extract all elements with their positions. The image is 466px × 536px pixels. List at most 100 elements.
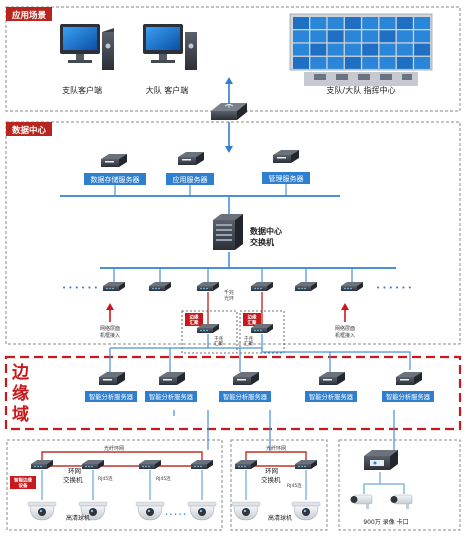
access-switch-icon [295,282,317,291]
ring-switch-label-2: 交换机 [63,475,83,484]
client-branch-label: 支队客户端 [62,85,102,95]
analytics-server-label: 智能分析服务器 [309,392,354,401]
core-ellipsis-right: • • • • • • [376,284,412,292]
video-wall-tile [327,56,344,69]
analytics-server-icon [159,372,185,385]
core-switch-icon [213,214,243,250]
video-wall-tile [379,56,396,69]
camera-label: 高清球机 [66,514,90,522]
app-scene-tag: 应用场景 [12,10,47,21]
video-wall-tile [310,56,327,69]
video-wall-tile [344,43,361,56]
access-switch-icon [103,282,125,291]
bullet-camera-icon [350,494,373,509]
rj45-label: RJ45连 [98,475,113,482]
video-wall-tile [414,43,431,56]
edge-title-1: 边 [11,363,30,383]
mid-camera-label: 高清球机 [268,514,292,522]
client-brigade-label: 大队 客户端 [146,85,189,95]
video-wall-tile [310,30,327,43]
analytics-server-label-bg [305,391,357,402]
access-switch-icon [251,282,273,291]
core-switch-label-1: 数据中心 [250,226,282,236]
video-wall-icon [289,13,433,86]
svg-text:汇聚: 汇聚 [190,319,199,326]
video-wall-tile [414,56,431,69]
ring-switch-icon [139,460,161,469]
video-wall-tile [293,17,309,29]
video-wall-tile [293,43,309,56]
core-switch-label-2: 交换机 [250,237,274,247]
video-wall-tile [344,17,361,29]
analytics-server-label-bg [145,391,197,402]
analytics-server-label-bg [219,391,271,402]
video-wall-tile [310,43,327,56]
field-right-frame [338,439,461,531]
video-wall-tile [327,43,344,56]
edge-aggr-right-tag-bg [243,313,261,326]
video-wall-tile [362,43,379,56]
dome-camera-icon [291,501,321,521]
svg-text:边缘: 边缘 [189,314,199,321]
field-mid-frame [230,439,328,531]
storage-server-label-bg [84,173,146,185]
field-left-frame [6,439,223,531]
access-switch-icon [341,282,363,291]
fiber-ring-mid [245,451,307,467]
video-wall-tile [379,17,396,29]
video-wall-tile [379,43,396,56]
mgmt-server-label: 管理服务器 [269,174,304,183]
edge-domain-frame [4,355,462,431]
ring-switch-label-1: 环网 [68,467,81,475]
mid-rj45-label: RJ45连 [287,482,302,489]
edge-aggr-left-tag-bg [185,313,203,326]
video-wall-tile [414,30,431,43]
video-wall-tile [293,30,309,43]
ring-switch-icon [191,460,213,469]
nvr-camera-label: 900万 录像 卡口 [363,518,408,526]
data-center-tag-bg [6,122,52,136]
mgmt-server-icon [273,150,299,163]
video-wall-tile [396,56,413,69]
video-wall-tile [396,30,413,43]
analytics-server-icon [233,372,259,385]
rj45-label-2: RJ45连 [156,475,171,482]
svg-text:千兆: 千兆 [214,335,223,342]
video-wall-tile [327,17,344,29]
video-wall-tile [362,17,379,29]
mid-ring-switch-label-2: 交换机 [261,475,281,484]
app-server-icon [178,152,204,165]
analytics-server-label: 智能分析服务器 [386,392,431,401]
desktop-computer-icon [143,24,197,70]
dome-camera-icon [231,501,261,521]
video-wall-tile [362,56,379,69]
svg-text:汇聚: 汇聚 [248,319,257,326]
analytics-server-label: 智能分析服务器 [223,392,268,401]
app-scene-tag-bg [6,7,52,21]
svg-text:智能边缘: 智能边缘 [14,477,32,484]
edge-title-2: 缘 [12,383,29,404]
dome-camera-icon [27,501,57,521]
analytics-server-label-bg [85,391,137,402]
app-server-label-bg [166,173,214,185]
dome-camera-icon [187,501,217,521]
fiber-ring-mid-label: 光纤环网 [266,445,286,452]
router-icon [211,103,247,120]
fiber-ring-left-label: 光纤环网 [104,445,124,452]
camera-ellipsis: • • • • • [165,512,186,518]
svg-text:千兆: 千兆 [244,335,253,342]
access-switch-icon [197,282,219,291]
net-access-left-2: 机框接入 [100,332,120,339]
desktop-computer-icon [60,24,114,70]
mid-ring-switch-label-1: 环网 [265,467,278,475]
field-tag-bg [10,476,36,489]
core-ellipsis-left: • • • • • • [62,284,98,292]
ring-switch-icon [235,460,257,469]
analytics-server-label: 智能分析服务器 [89,392,134,401]
analytics-server-label: 智能分析服务器 [149,392,194,401]
edge-aggr-left-frame [181,310,238,354]
data-center-frame [5,121,461,345]
ring-switch-icon [31,460,53,469]
storage-server-label: 数据存储服务器 [91,175,140,184]
video-wall-tile [362,30,379,43]
